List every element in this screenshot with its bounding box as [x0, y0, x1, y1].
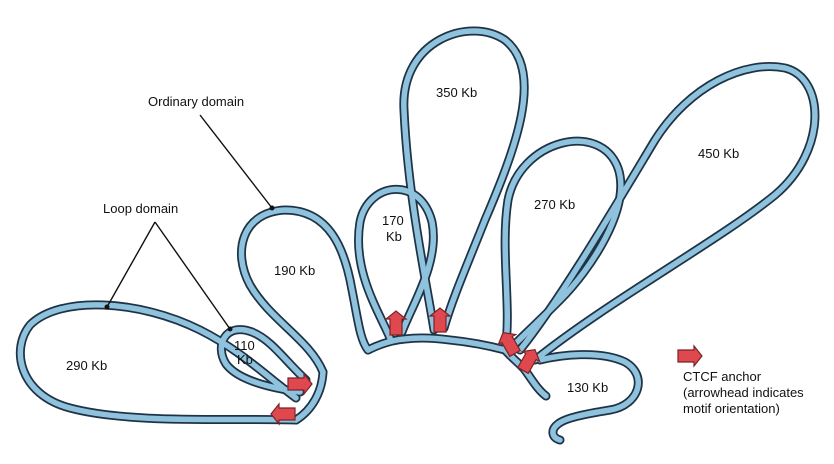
- loop-270-label: 270 Kb: [534, 197, 575, 212]
- loop-110-label-line2: Kb: [237, 352, 253, 367]
- loop-450-label: 450 Kb: [698, 146, 739, 161]
- loop-domain-label: Loop domain: [103, 201, 178, 216]
- ordinary-domain-pointer: [269, 205, 275, 211]
- loop-170-label-line2: Kb: [386, 229, 402, 244]
- legend: CTCF anchor (arrowhead indicates motif o…: [677, 344, 804, 416]
- ctcf-anchor-icon: [270, 402, 296, 426]
- loop-domain-pointer-left: [104, 304, 110, 310]
- ctcf-anchor-icon: [428, 307, 452, 333]
- ctcf-anchors: [270, 307, 541, 426]
- loop-190-label: 190 Kb: [274, 263, 315, 278]
- ordinary-domain-label: Ordinary domain: [148, 94, 244, 109]
- ctcf-anchor-icon: [497, 331, 522, 358]
- legend-line-3: motif orientation): [683, 401, 780, 416]
- loop-290-label: 290 Kb: [66, 358, 107, 373]
- loop-350-label: 350 Kb: [436, 85, 477, 100]
- ctcf-anchor-icon: [516, 348, 541, 375]
- ordinary-domain-leader: [199, 114, 273, 209]
- loop-domain-leader: [106, 221, 231, 330]
- loop-110-label-line1: 110: [234, 338, 255, 353]
- annotation-leaders: [104, 114, 275, 332]
- legend-line-1: CTCF anchor: [683, 369, 762, 384]
- loop-130-label: 130 Kb: [567, 380, 608, 395]
- ctcf-anchor-icon: [287, 372, 313, 396]
- loop-domain-pointer-right: [227, 326, 233, 332]
- legend-line-2: (arrowhead indicates: [683, 385, 804, 400]
- legend-ctcf-anchor-icon: [677, 344, 703, 368]
- loop-170-label-line1: 170: [382, 213, 404, 228]
- ctcf-anchor-icon: [384, 310, 408, 336]
